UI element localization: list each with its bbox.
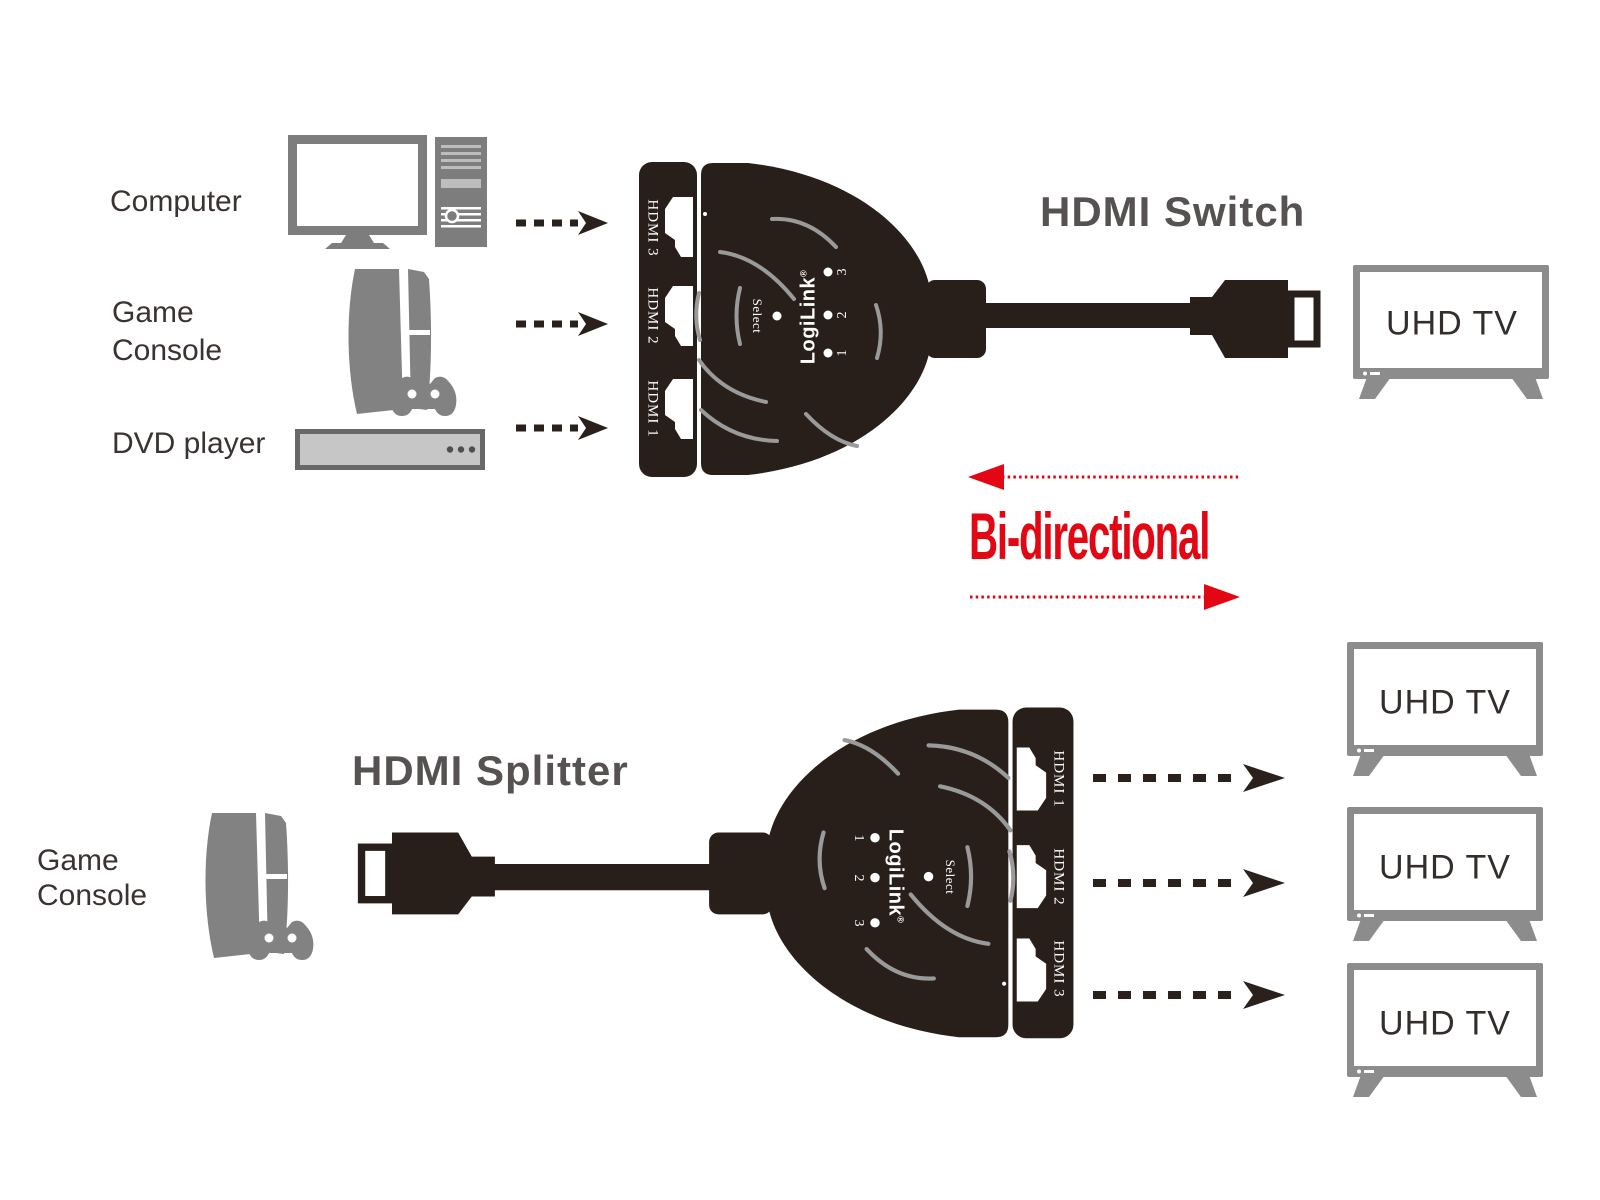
game-console-label-line2: Console — [112, 334, 223, 367]
tv-label-1: UHD TV — [1379, 683, 1511, 722]
splitter-led-2: 2 — [851, 874, 866, 882]
computer-icon — [286, 133, 489, 251]
tv-label-3: UHD TV — [1379, 1004, 1511, 1043]
splitter-led-1: 1 — [851, 834, 866, 842]
input-arrow-computer — [516, 211, 608, 235]
game-console-icon — [348, 269, 457, 416]
tv-label-2: UHD TV — [1379, 848, 1511, 887]
splitter-title: HDMI Splitter — [352, 747, 629, 794]
game-console-label-line1: Game — [112, 296, 194, 329]
dvd-player-icon — [298, 432, 483, 468]
output-arrow-2 — [1093, 869, 1285, 897]
input-arrow-console — [516, 312, 608, 336]
switch-port-label-hdmi2: HDMI 2 — [644, 287, 661, 345]
switch-select-label: Select — [750, 298, 765, 334]
splitter-select-label: Select — [943, 859, 958, 895]
game-console-icon-bottom — [205, 813, 314, 960]
switch-brand-reg-mark: ® — [798, 269, 809, 277]
output-arrow-1 — [1093, 764, 1285, 792]
switch-brand-text: LogiLink — [797, 276, 820, 365]
splitter-port-label-hdmi2: HDMI 2 — [1050, 848, 1067, 906]
splitter-led-3: 3 — [851, 919, 866, 927]
splitter-port-label-hdmi3: HDMI 3 — [1050, 940, 1067, 998]
output-arrow-3 — [1093, 981, 1285, 1009]
switch-port-label-hdmi3: HDMI 3 — [644, 199, 661, 257]
switch-led-3: 3 — [835, 268, 850, 276]
bidirectional-arrows — [968, 464, 1240, 610]
input-arrow-dvd — [516, 416, 608, 440]
splitter-brand-text: LogiLink — [884, 828, 907, 917]
switch-brand-logo: LogiLink® — [798, 270, 821, 364]
computer-label: Computer — [110, 185, 242, 218]
splitter-brand-reg-mark: ® — [895, 916, 906, 924]
tv-label-top: UHD TV — [1386, 304, 1518, 343]
dvd-player-label: DVD player — [112, 427, 266, 460]
game-console-bottom-line1: Game — [37, 844, 119, 877]
game-console-bottom-line2: Console — [37, 879, 148, 912]
switch-led-2: 2 — [835, 311, 850, 319]
bidirectional-label: Bi-directional — [969, 499, 1210, 573]
switch-title: HDMI Switch — [1040, 188, 1306, 235]
switch-port-label-hdmi1: HDMI 1 — [644, 380, 661, 438]
splitter-port-label-hdmi1: HDMI 1 — [1050, 750, 1067, 808]
switch-led-1: 1 — [835, 349, 850, 357]
splitter-brand-logo: LogiLink® — [884, 829, 907, 923]
